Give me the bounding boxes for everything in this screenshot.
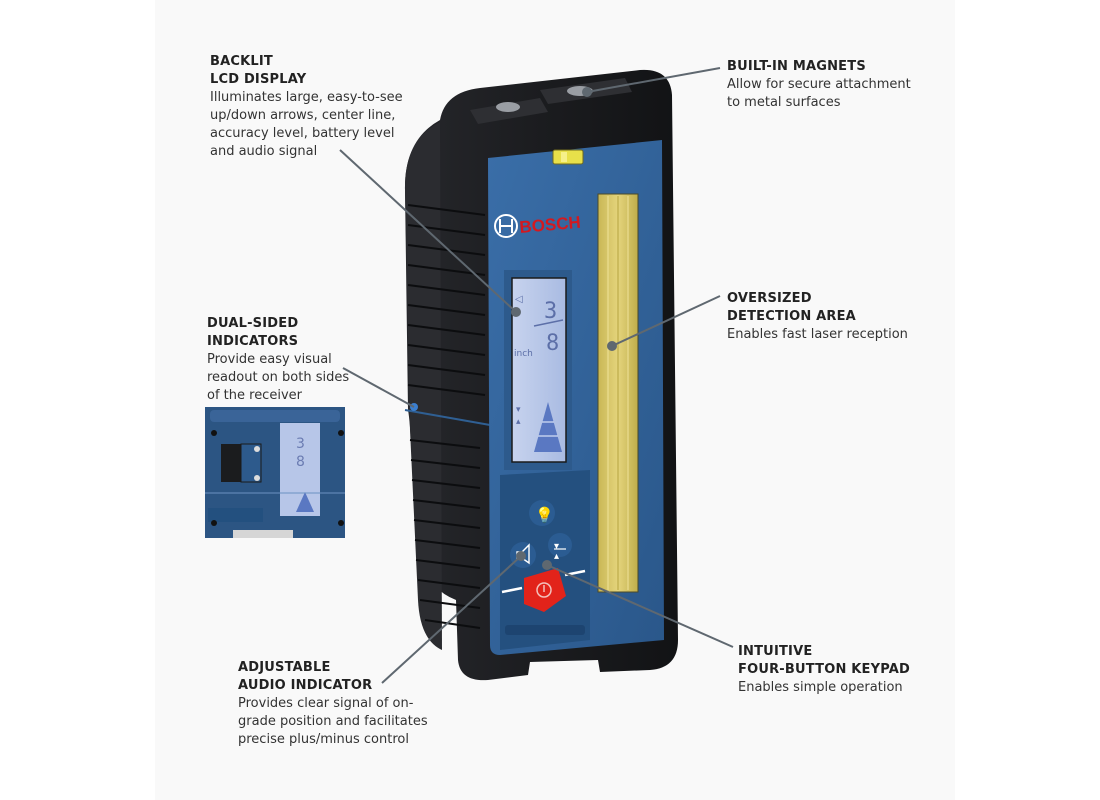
callout-title: BUILT-IN MAGNETS (727, 59, 866, 74)
lcd-display (511, 277, 567, 463)
callout-desc: Illuminates large, easy-to-see up/down a… (210, 90, 403, 159)
lightbulb-icon: 💡 (535, 506, 554, 524)
back-side-inset: 3 8 (205, 407, 345, 538)
accuracy-button[interactable] (548, 533, 572, 557)
callout-title: OVERSIZED DETECTION AREA (727, 291, 856, 324)
callout-desc: Provide easy visual readout on both side… (207, 352, 350, 403)
leader-dual-sided (342, 367, 415, 408)
callout-desc: Provides clear signal of on- grade posit… (238, 696, 428, 747)
svg-text:▴: ▴ (554, 551, 559, 562)
callout-oversized-detection: OVERSIZED DETECTION AREA Enables fast la… (727, 290, 947, 344)
front-face: BOSCH inch 3 8 ◁ ▾ ▴ 💡 ▾ ▴ (488, 140, 664, 655)
leader-backlit-lcd (339, 149, 517, 313)
callout-desc: Allow for secure attachment to metal sur… (727, 77, 911, 110)
callout-title: INTUITIVE FOUR-BUTTON KEYPAD (738, 644, 911, 677)
callout-keypad: INTUITIVE FOUR-BUTTON KEYPAD Enables sim… (738, 643, 958, 697)
callout-desc: Enables fast laser reception (727, 327, 908, 342)
callout-title: ADJUSTABLE AUDIO INDICATOR (238, 660, 373, 693)
magnet-left (496, 102, 520, 112)
callout-dual-sided: DUAL-SIDED INDICATORS Provide easy visua… (207, 315, 407, 405)
keypad-panel (500, 470, 590, 650)
callout-backlit-lcd: BACKLIT LCD DISPLAY Illuminates large, e… (210, 53, 430, 161)
leader-lines (339, 67, 734, 684)
svg-text:◁: ◁ (515, 294, 523, 305)
svg-text:8: 8 (296, 454, 305, 470)
lcd-unit: inch (514, 349, 533, 359)
lcd-fraction-top: 3 (544, 299, 557, 324)
power-button[interactable] (524, 568, 566, 612)
backlight-button[interactable] (529, 500, 555, 526)
back-lcd (280, 423, 320, 516)
leader-magnets (586, 67, 721, 93)
power-icon (536, 582, 552, 598)
svg-text:▴: ▴ (516, 417, 521, 427)
side-indicator-line (404, 409, 491, 426)
svg-text:▾: ▾ (516, 405, 521, 415)
bosch-armature-icon (494, 214, 518, 238)
callout-built-in-magnets: BUILT-IN MAGNETS Allow for secure attach… (727, 58, 947, 112)
callout-audio-indicator: ADJUSTABLE AUDIO INDICATOR Provides clea… (238, 659, 468, 749)
grip-ribs (407, 204, 486, 629)
callout-title: BACKLIT LCD DISPLAY (210, 54, 307, 87)
svg-text:3: 3 (296, 436, 305, 452)
leader-audio (381, 555, 522, 684)
accuracy-icon: ▾ (554, 541, 559, 552)
bubble-level (552, 149, 584, 165)
leader-keypad (546, 564, 734, 648)
callout-desc: Enables simple operation (738, 680, 903, 695)
callout-title: DUAL-SIDED INDICATORS (207, 316, 299, 349)
lcd-accuracy-triangle (534, 402, 562, 452)
lcd-fraction-bottom: 8 (546, 331, 559, 356)
leader-detection (611, 295, 721, 347)
